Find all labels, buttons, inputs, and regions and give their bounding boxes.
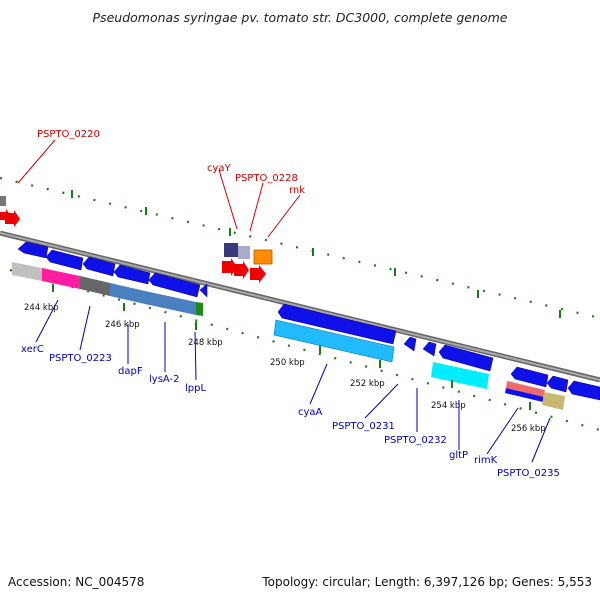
gene-label-lppL: lppL: [185, 383, 206, 394]
gene-label-PSPTO_0235: PSPTO_0235: [497, 468, 560, 479]
gene-PSPTO_0223-block: [42, 268, 80, 289]
gene-lppL-block: [196, 302, 203, 316]
forward-labels[interactable]: PSPTO_0220 cyaY PSPTO_0228 rnk: [37, 129, 305, 196]
gene-label-PSPTO_0231: PSPTO_0231: [332, 421, 395, 432]
scale-label: 254 kbp: [431, 401, 466, 411]
cds-arrow-7: [403, 336, 417, 352]
cds-arrow-8: [422, 341, 437, 357]
backbone: [0, 230, 600, 383]
gene-rimK-block: [506, 381, 545, 397]
reverse-gene-blocks[interactable]: [12, 262, 565, 410]
gene-red-c: [250, 265, 266, 283]
scale-label: 252 kbp: [350, 379, 385, 389]
reverse-leader-lines: [35, 299, 551, 463]
gene-label-gltP: gltP: [449, 450, 468, 461]
scale-label: 248 kbp: [188, 338, 223, 348]
scale-label: 256 kbp: [511, 424, 546, 434]
cds-arrow-6: [277, 303, 397, 345]
gene-label-cyaA: cyaA: [298, 407, 323, 418]
gene-dapF-block: [110, 283, 145, 304]
cds-arrow-small: [199, 283, 208, 298]
cds-arrow-5: [148, 272, 201, 298]
reverse-cds-arrows[interactable]: [17, 241, 600, 401]
gene-label-PSPTO_0223: PSPTO_0223: [49, 353, 112, 364]
cds-arrow-10: [510, 366, 549, 388]
gene-rimK-block-blue: [505, 388, 544, 402]
reverse-labels[interactable]: xerC PSPTO_0223 dapF lysA-2 lppL cyaA PS…: [21, 344, 560, 479]
gene-gltP-block: [431, 362, 489, 389]
topology-text: Topology: circular; Length: 6,397,126 bp…: [262, 575, 592, 589]
gene-label-cyaY: cyaY: [207, 163, 232, 174]
outer-dotted-ring: [0, 176, 600, 320]
gene-label-rnk: rnk: [289, 185, 305, 196]
gene-label-PSPTO_0228: PSPTO_0228: [235, 173, 298, 184]
cds-arrow-4: [113, 264, 151, 285]
gene-red-left-b: [5, 210, 20, 227]
scale-labels: 244 kbp 246 kbp 248 kbp 250 kbp 252 kbp …: [24, 303, 546, 434]
inner-dotted-ring: [9, 268, 600, 432]
scale-label: 246 kbp: [105, 320, 140, 330]
gene-label-dapF: dapF: [118, 366, 143, 377]
cds-arrow-12: [567, 380, 600, 401]
gene-label-lysA-2: lysA-2: [149, 374, 180, 385]
scale-label: 250 kbp: [270, 358, 305, 368]
gene-label-rimK: rimK: [474, 455, 498, 466]
outer-ring-ticks: [71, 190, 561, 318]
cds-arrow-11: [546, 375, 569, 393]
gene-red-a: [222, 258, 237, 276]
gene-dapF-block-grey: [80, 276, 110, 296]
gene-PSPTO_0235-block: [542, 392, 565, 410]
inner-ring-ticks: [52, 284, 531, 410]
gene-label-xerC: xerC: [21, 344, 44, 355]
page-title: Pseudomonas syringae pv. tomato str. DC3…: [92, 10, 508, 25]
forward-genes[interactable]: [0, 196, 273, 283]
gene-label-PSPTO_0220: PSPTO_0220: [37, 129, 100, 140]
gene-xerC-block: [12, 262, 42, 281]
scale-label: 244 kbp: [24, 303, 59, 313]
forward-leader-lines: [17, 139, 301, 238]
cds-arrow-3: [82, 256, 116, 277]
gene-rnk-block: [253, 249, 273, 265]
cds-arrow-1: [17, 241, 49, 259]
gene-grey-left: [0, 196, 6, 206]
cds-arrow-9: [438, 344, 494, 372]
gene-cyaA-block: [273, 319, 395, 363]
gene-PSPTO_0228-block: [238, 246, 250, 259]
gene-red-b: [234, 261, 249, 279]
gene-label-PSPTO_0232: PSPTO_0232: [384, 435, 447, 446]
accession-text: Accession: NC_004578: [8, 575, 145, 589]
gene-cyaY-block: [224, 243, 238, 257]
cds-arrow-2: [45, 249, 84, 271]
gene-lysA-2-block: [145, 291, 196, 315]
